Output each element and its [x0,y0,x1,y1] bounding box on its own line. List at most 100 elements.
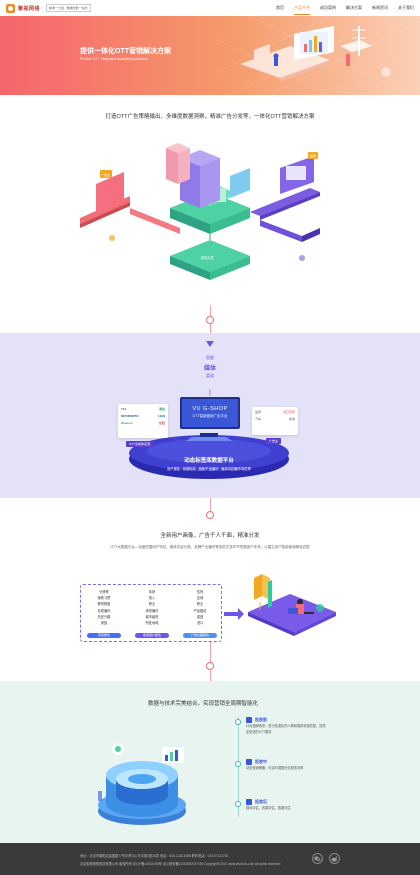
platform-title: 动态标签库数据平台 [184,458,234,464]
nav-news[interactable]: 新闻资讯 [372,5,388,10]
nav-product-platform[interactable]: 产品平台 [294,0,310,16]
logo[interactable]: 聚视网络 精准一分发 · 数据智能一站式 [6,3,91,13]
divider-line [209,498,211,512]
profile-tag: 职业 [196,602,204,607]
profile-column-family: 分辨率 观看习惯 教育程度 影视偏好 历史兴趣 家庭 [87,589,121,626]
logo-text: 聚视网络 [18,5,41,12]
advertiser-name: 快消 [288,417,295,421]
profile-tag: 城市级别 [145,614,159,619]
section-dot [206,511,214,519]
section-dot [206,662,214,670]
data-technology-illustration [98,743,186,825]
media-platform-section: 智能 媒体 渠道 VU G-SHOP OTT智能营销广告平台 动态标签库数据平台… [0,333,420,498]
ott-solution-illustration: 广告主 数据平台 媒体 精准分发 [80,143,320,280]
brand-name: 长虹 [158,421,165,425]
hero-illustration [210,16,420,95]
profile-tag: 观看习惯 [97,596,111,601]
brand-name: CIBN [157,414,165,418]
stage-title: 投放后 [255,799,267,804]
user-profile-table: 分辨率 观看习惯 教育程度 影视偏好 历史兴趣 家庭 年龄 收入 职业 体育偏好… [80,584,222,642]
main-nav: 首页 产品平台 成功案例 解决方案 新闻资讯 关于我们 [276,0,414,16]
profile-tag: 渠道 [196,614,204,619]
footer: 地址：北京市朝阳区建国路77号华贸中心写字楼3座36层 电话：400-1138-… [0,843,420,875]
platform-disc [129,433,289,479]
pill-user-attributes: 使用用户属性 [135,633,169,638]
profile-tag: 年龄 [148,590,156,594]
profile-tag: 区域 [196,596,204,601]
chart-icon [246,759,252,765]
footer-copyright: 北京聚视网络科技有限公司 版权所有 京ICP备14634195号 京公网安备11… [80,862,281,866]
section3-title: 全新用户画像，广告千人千面，精准分发 [160,533,260,539]
profile-tag: 家庭 [100,621,108,626]
section-dot [206,316,214,324]
stage-title: 投放前 [255,717,267,722]
media-sub-label: 渠道 [206,373,214,378]
section3-description: OTT大数据平台—深度挖掘用户特征、媒体内容分类，品牌产业偏好等多层次多环节挖掘… [110,545,310,549]
user-analysis-illustration [248,574,336,636]
stage-description: 媒体评估、效果评估、数据评估 [246,806,291,810]
footer-address: 地址：北京市朝阳区建国路77号华贸中心写字楼3座36层 电话：400-1138-… [80,854,229,858]
stage-description: 针对品牌需求，进行精准化的人群和媒体资源匹配，提供 [246,724,326,728]
label-distribution: 精准分发 [201,255,215,260]
timeline-node-during [235,761,241,767]
brand-name: TCL [121,407,127,411]
hero-banner: 提供一体化OTT营销解决方案 Provide OTT integrated ma… [0,16,420,95]
profile-tag: 性别 [196,590,204,594]
hero-subtitle: Provide OTT integrated marketing solutio… [80,57,149,61]
stage-pre-launch: 投放前 针对品牌需求，进行精准化的人群和媒体资源匹配，提供 定制化的OTT服务 [246,717,356,735]
stage-description: 定制化的OTT服务 [246,730,272,734]
lifecycle-section: 数据与技术完美结合，实现营销全周期智能化 投放前 针对品牌需求，进行精准化的人群… [0,681,420,843]
profile-tag: 分辨率 [99,590,109,594]
hero-title: 提供一体化OTT营销解决方案 [80,48,171,55]
section1-title: 打造OTT广告策略输出、多维度数据洞察，精准广告分发等，一体化OTT营销解决方案 [105,114,315,120]
advertiser-card: 品牌可口可乐 汽车快消 [252,407,298,435]
brand-name: SKYWORTH [121,414,139,418]
advertiser-name: 汽车 [255,417,262,421]
stage-post-launch: 投放后 媒体评估、效果评估、数据评估 [246,799,356,811]
media-small-label: 智能 [206,355,214,360]
gshop-screen: VU G-SHOP OTT智能营销广告平台 [180,397,240,429]
wechat-icon[interactable] [312,853,323,864]
brand-name: 海信 [158,407,165,411]
profile-tag: 职业 [148,602,156,607]
divider-line [209,642,211,664]
profile-tag: 收入 [148,596,156,601]
stage-title: 投放中 [255,759,267,764]
stage-description: 动态营销策略，可实时调整优化投放效率 [246,766,304,770]
brand-resource-tag: OTT全媒体资源 [126,441,153,447]
advertiser-name: 可口可乐 [282,410,295,414]
divider-line [209,670,211,681]
report-icon [246,799,252,805]
pill-interest-attributes: 广告兴趣属性 [183,633,217,638]
lifecycle-timeline [235,717,241,817]
gshop-title: VU G-SHOP [192,406,228,412]
footer-social [312,853,340,864]
divider-line [209,305,211,317]
section4-title: 数据与技术完美结合，实现营销全周期智能化 [148,701,259,707]
nav-cases[interactable]: 成功案例 [320,5,336,10]
logo-slogan: 精准一分发 · 数据智能一站式 [46,4,91,12]
divider-line [209,324,211,333]
profile-tag: 所处地域 [145,621,159,626]
down-arrow-icon [206,341,214,396]
pill-family-attributes: 家庭属性 [87,633,121,638]
profile-column-user: 年龄 收入 职业 体育偏好 城市级别 所处地域 [135,589,169,626]
profile-tag: 进口 [196,621,204,626]
profile-tag: 产品路径 [193,608,207,613]
advertiser-tag: 广告主 [266,438,282,444]
top-header: 聚视网络 精准一分发 · 数据智能一站式 首页 产品平台 成功案例 解决方案 新… [0,0,420,16]
clipboard-icon [246,717,252,723]
profile-tag: 体育偏好 [145,608,159,613]
nav-home[interactable]: 首页 [276,5,284,10]
platform-tags: 用户属性 · 家庭构成 · 品牌/产品偏好 · 媒体内容偏好/特征等 [167,467,251,471]
label-media: 媒体 [310,153,316,158]
profile-tag: 历史兴趣 [97,614,111,619]
nav-solutions[interactable]: 解决方案 [346,5,362,10]
weibo-icon[interactable] [329,853,340,864]
timeline-node-post [235,801,241,807]
logo-icon [6,3,15,13]
stage-during-launch: 投放中 动态营销策略，可实时调整优化投放效率 [246,759,356,771]
gshop-subtitle: OTT智能营销广告平台 [192,414,228,418]
nav-about[interactable]: 关于我们 [398,5,414,10]
arrow-right-icon [224,608,244,620]
